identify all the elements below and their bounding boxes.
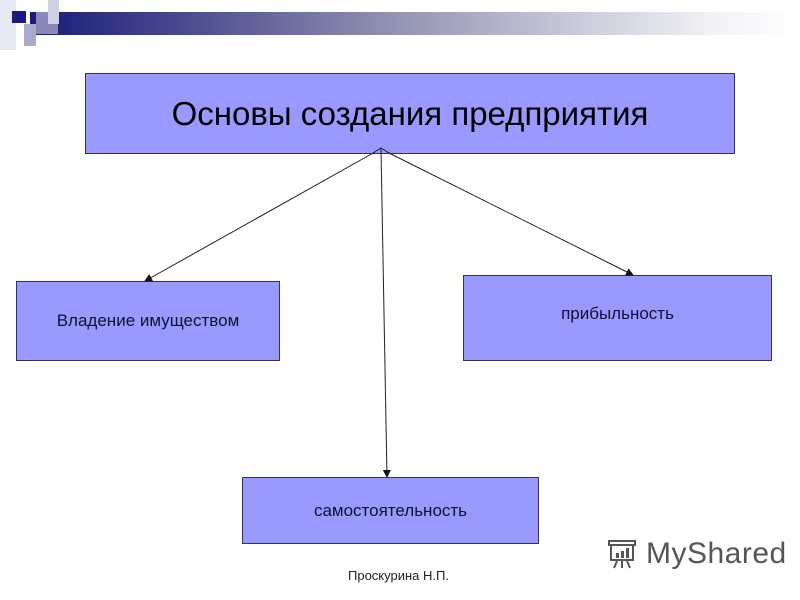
node-profitability: прибыльность <box>463 275 772 361</box>
arrow-to-independence <box>380 148 391 478</box>
decor-square <box>24 24 36 46</box>
node-label: Владение имуществом <box>56 311 240 330</box>
presentation-board-icon <box>608 540 636 569</box>
header-gradient-bar <box>30 12 800 35</box>
arrow-to-profitability <box>386 151 634 276</box>
title-box: Основы создания предприятия <box>85 73 735 154</box>
node-label: самостоятельность <box>313 500 468 520</box>
connector-junction <box>372 147 390 154</box>
node-label: прибыльность <box>561 304 674 323</box>
node-independence: самостоятельность <box>242 477 539 544</box>
decor-square <box>48 0 59 24</box>
decor-square <box>12 11 26 23</box>
arrow-to-ownership <box>144 151 376 282</box>
author-footer: Проскурина Н.П. <box>348 568 449 583</box>
watermark-logo: MyShared <box>606 537 787 571</box>
node-ownership: Владение имуществом <box>16 281 280 361</box>
watermark-text: MyShared <box>646 537 787 570</box>
title-text: Основы создания предприятия <box>171 94 649 132</box>
